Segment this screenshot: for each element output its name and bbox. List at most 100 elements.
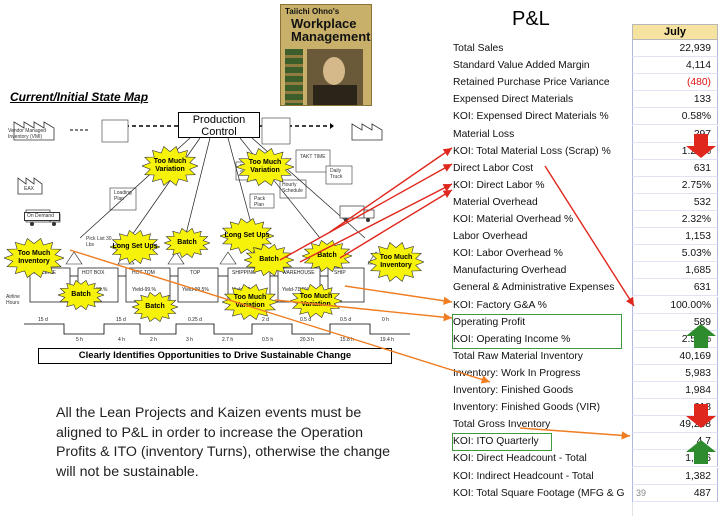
vsm-title: Current/Initial State Map — [10, 90, 149, 104]
pl-row-value: 1,984 — [632, 382, 718, 399]
truck-icon — [339, 205, 365, 219]
pl-row-value: 100.00% — [632, 296, 718, 314]
pl-row-label: KOI: Factory G&A % — [453, 299, 547, 311]
pl-row-value: 618 — [632, 399, 718, 417]
daily-truck-label: Daily Truck — [330, 168, 343, 180]
pack-plan-label: Pack Plan — [254, 196, 266, 208]
book-title-line-2: Management — [291, 29, 371, 44]
burst-label: Too Much Inventory — [17, 250, 51, 265]
pl-row-value: 133 — [632, 91, 718, 109]
burst-label: Too Much Variation — [233, 294, 267, 309]
svg-text:15 d: 15 d — [116, 317, 126, 323]
pl-row-label: Retained Purchase Price Variance — [453, 77, 610, 89]
pl-row: KOI: Direct Labor % 2.75% — [452, 176, 720, 194]
pl-row-label: Total Sales — [453, 43, 504, 54]
pl-row-label: KOI: Expensed Direct Materials % — [453, 111, 609, 123]
svg-text:2.7 h: 2.7 h — [222, 337, 233, 343]
pl-title: P&L — [512, 8, 550, 30]
svg-text:HOT TOM: HOT TOM — [132, 270, 155, 276]
pl-row-label: Inventory: Finished Goods — [453, 385, 574, 396]
pl-row-value: 487 — [632, 484, 718, 502]
eax-factory-icon — [17, 177, 43, 195]
book-cover-image: Taiichi Ohno's Workplace Management — [280, 4, 372, 106]
burst-label: Long Set Ups — [224, 232, 270, 239]
pl-row: Retained Purchase Price Variance(480) — [452, 74, 720, 92]
on-demand-box: On Demand — [24, 212, 60, 221]
pl-row-label: Expensed Direct Materials — [453, 94, 574, 106]
pl-row-label: Standard Value Added Margin — [453, 60, 590, 72]
pl-row: Total Sales 22,939 — [452, 40, 720, 57]
svg-text:19.4 h: 19.4 h — [380, 337, 394, 343]
problem-burst: Long Set Ups — [110, 230, 160, 264]
pl-row: Inventory: Finished Goods 1,984 — [452, 382, 720, 399]
burst-label: Batch — [259, 256, 279, 263]
customer-factory-icon — [351, 123, 383, 141]
pl-row-value: 0.58% — [632, 108, 718, 126]
pl-row-label: Inventory: Work In Progress — [453, 367, 581, 379]
pl-row-value: 5.03% — [632, 245, 718, 263]
pl-row-label: Inventory: Finished Goods (VIR) — [453, 402, 601, 414]
pl-row-label: Material Overhead — [453, 196, 538, 208]
pl-row-value: 22,939 — [632, 40, 718, 57]
pl-row-value: 1,382 — [632, 467, 718, 485]
pl-row: Inventory: Finished Goods (VIR) 618 — [452, 399, 720, 417]
pl-row-label: KOI: Material Overhead % — [453, 214, 574, 225]
pl-row: Expensed Direct Materials 133 — [452, 91, 720, 109]
burst-label: Too Much Variation — [248, 159, 282, 174]
pl-row-value: 1,153 — [632, 228, 718, 246]
problem-burst: Too Much Inventory — [368, 242, 424, 282]
author-photo — [307, 49, 363, 105]
pl-row-value: 631 — [632, 159, 718, 177]
pl-row: KOI: Total Material Loss (Scrap) % 1.29% — [452, 142, 720, 160]
svg-text:0.25 d: 0.25 d — [188, 317, 202, 323]
author-face — [323, 57, 345, 85]
eax-label: EAX — [24, 186, 35, 192]
pl-row: KOI: Indirect Headcount - Total 1,382 — [452, 467, 720, 485]
author-suit — [313, 85, 357, 105]
pl-row-value: 631 — [632, 279, 718, 297]
svg-text:0.5 h: 0.5 h — [262, 337, 273, 343]
problem-burst: Batch — [132, 292, 178, 322]
pl-row: Direct Labor Cost 631 — [452, 159, 720, 177]
pl-row-label: General & Administrative Expenses — [453, 282, 615, 294]
problem-burst: Too Much Variation — [222, 284, 278, 320]
book-title: Workplace Management — [291, 17, 370, 43]
pl-row-value: 297 — [632, 125, 718, 143]
burst-label: Batch — [71, 291, 91, 298]
problem-burst: Too Much Variation — [290, 284, 342, 318]
problem-burst: Too Much Variation — [142, 146, 198, 186]
supplier-factory-icon — [13, 121, 55, 141]
pl-month-header: July — [632, 24, 718, 40]
alignment-paragraph: All the Lean Projects and Kaizen events … — [56, 405, 391, 480]
book-cover-strip — [285, 49, 303, 105]
vendor-label: Vendor Managed Inventory (VMI) — [8, 128, 47, 140]
pl-row: KOI: Labor Overhead %5.03% — [452, 245, 720, 263]
book-title-line-1: Workplace — [291, 16, 357, 31]
pl-row-label: KOI: Direct Labor % — [453, 179, 545, 191]
pl-row-label: KOI: Indirect Headcount - Total — [453, 470, 594, 482]
timeline — [24, 323, 410, 335]
pl-row-value: 2.75% — [632, 176, 718, 194]
svg-text:2 h: 2 h — [150, 337, 157, 343]
pl-row-label: Direct Labor Cost — [453, 162, 534, 174]
burst-label: Too Much Variation — [299, 293, 333, 308]
problem-burst: Too Much Inventory — [4, 238, 64, 278]
burst-label: Batch — [145, 303, 165, 310]
burst-label: Too Much Variation — [153, 158, 187, 173]
pl-row-label: KOI: ITO Quarterly — [453, 436, 539, 448]
vsm-caption: Clearly Identifies Opportunities to Driv… — [38, 348, 392, 364]
pick-list-label: Pick List 30 Lbs — [86, 236, 112, 248]
pl-row-label: KOI: Total Material Loss (Scrap) % — [453, 145, 611, 157]
svg-text:5 h: 5 h — [76, 337, 83, 343]
pl-row: KOI: Factory G&A % 100.00% — [452, 296, 720, 314]
pl-row-value: 1.29% — [632, 142, 718, 160]
airline-label: Airline Hours — [6, 294, 20, 306]
